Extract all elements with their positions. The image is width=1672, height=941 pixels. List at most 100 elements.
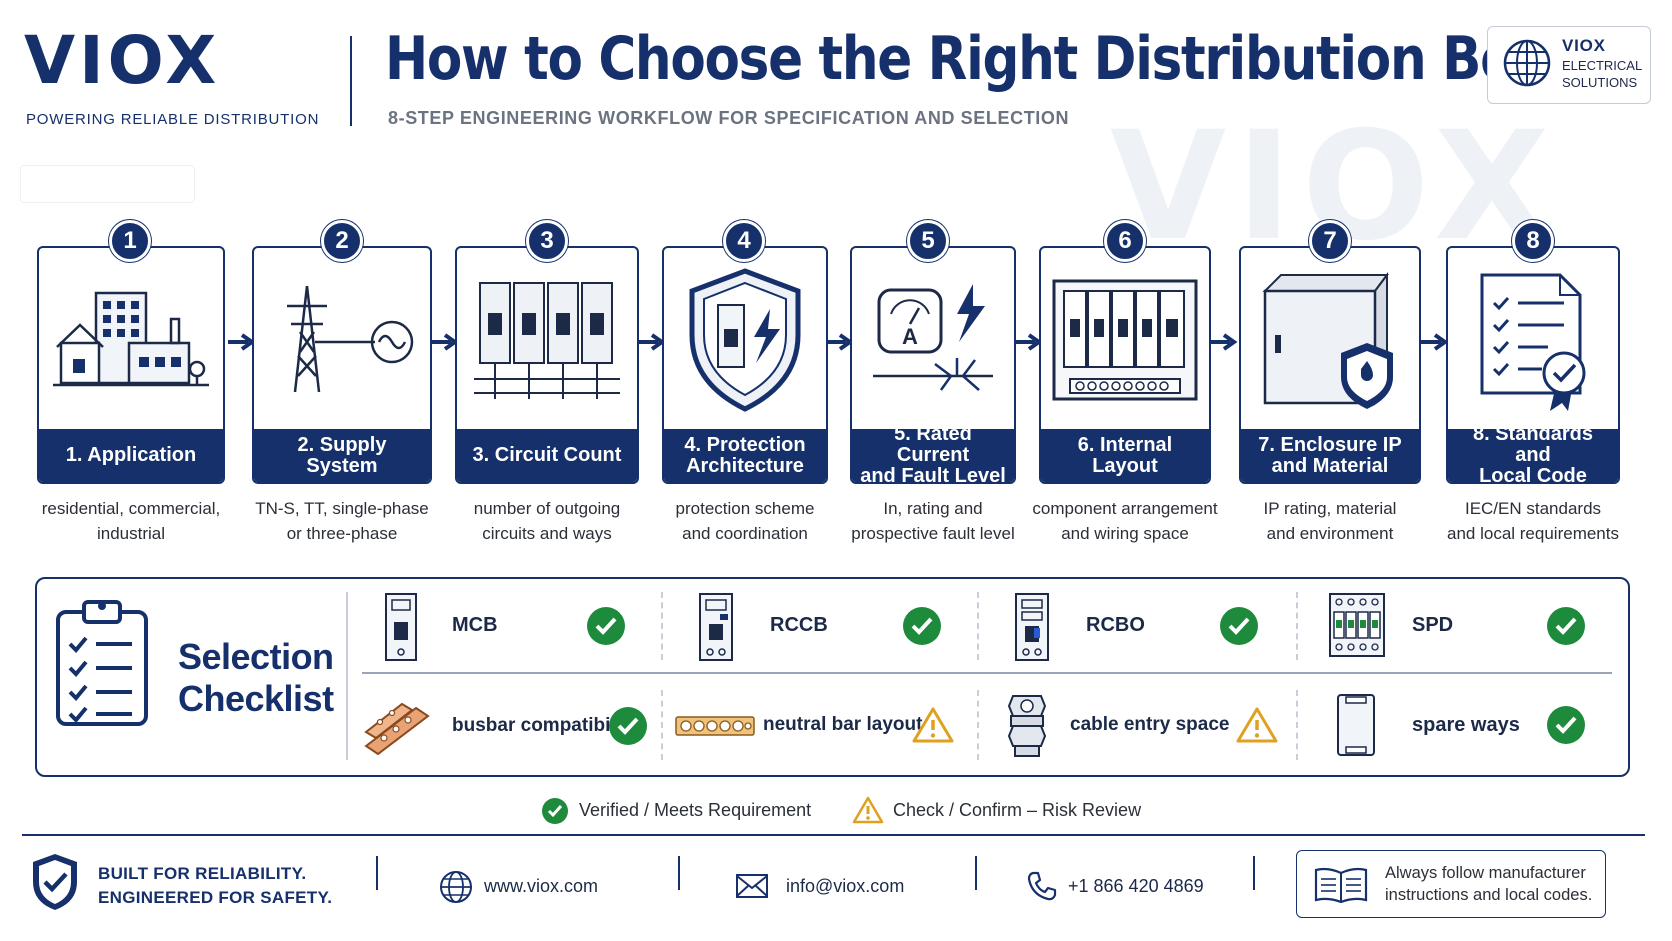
step-label-1: 1. Application bbox=[39, 429, 223, 482]
step-description-7: IP rating, material and environment bbox=[1230, 496, 1430, 546]
certificate-icon bbox=[1480, 273, 1586, 411]
phone-number[interactable]: +1 866 420 4869 bbox=[1068, 876, 1204, 896]
step-label-line: 4. Protection bbox=[684, 433, 806, 456]
shield-breaker-icon bbox=[689, 267, 801, 412]
step-label-line: Architecture bbox=[686, 454, 804, 477]
website-link[interactable]: www.viox.com bbox=[484, 876, 599, 896]
step-description-2: TN-S, TT, single-phase or three-phase bbox=[242, 496, 442, 546]
checklist-column-divider bbox=[661, 690, 663, 760]
ammeter-icon: A bbox=[873, 283, 993, 391]
brand-tagline: POWERING RELIABLE DISTRIBUTION bbox=[26, 111, 320, 128]
step-label-line: and Fault Level bbox=[860, 465, 1006, 484]
rcbo-icon bbox=[1015, 593, 1049, 661]
step-number-5: 5 bbox=[907, 220, 949, 262]
checklist-column-divider bbox=[1296, 690, 1298, 760]
checklist-item-label: cable entry space bbox=[1070, 714, 1230, 735]
checklist-item-label: SPD bbox=[1412, 614, 1454, 636]
checklist-item-label: spare ways bbox=[1412, 714, 1520, 736]
legend-check: Check / Confirm – Risk Review bbox=[893, 800, 1142, 820]
checklist-column-divider bbox=[1296, 592, 1298, 660]
checklist-title: Selection Checklist bbox=[178, 636, 334, 720]
badge-line-2: SOLUTIONS bbox=[1562, 75, 1638, 90]
viox-logo: VIOX bbox=[24, 22, 221, 99]
step-number-4: 4 bbox=[723, 220, 765, 262]
safety-note-line: instructions and local codes. bbox=[1385, 886, 1593, 904]
arrow-right-icon bbox=[1421, 333, 1449, 351]
panel-layout-icon bbox=[1052, 279, 1198, 400]
check-circle-icon bbox=[609, 707, 647, 745]
brand-badge bbox=[1487, 26, 1651, 104]
step-desc-line: IP rating, material bbox=[1263, 499, 1397, 518]
book-icon bbox=[1314, 867, 1368, 904]
footer-slogan: BUILT FOR RELIABILITY. ENGINEERED FOR SA… bbox=[98, 862, 332, 910]
checklist-item-label: MCB bbox=[452, 614, 498, 636]
step-label-line: 8. Standards and bbox=[1472, 423, 1594, 466]
step-number-6: 6 bbox=[1104, 220, 1146, 262]
step-desc-line: industrial bbox=[96, 524, 166, 543]
step-label-line: 5. Rated Current bbox=[894, 423, 972, 466]
step-number-3: 3 bbox=[526, 220, 568, 262]
step-desc-line: circuits and ways bbox=[482, 524, 612, 543]
warning-icon bbox=[912, 707, 954, 743]
pylon-icon bbox=[287, 285, 414, 392]
buildings-icon bbox=[53, 291, 209, 386]
step-description-3: number of outgoing circuits and ways bbox=[455, 496, 639, 546]
footer-slogan-line: ENGINEERED FOR SAFETY. bbox=[98, 888, 333, 907]
step-card-3: 3. Circuit Count bbox=[455, 246, 639, 484]
step-desc-line: or three-phase bbox=[286, 524, 398, 543]
breakers-icon bbox=[474, 281, 620, 399]
step-label-line: and Material bbox=[1271, 454, 1389, 477]
checklist-column-divider bbox=[661, 592, 663, 660]
footer-separator bbox=[1253, 856, 1255, 890]
busbar-icon bbox=[364, 702, 430, 756]
checklist-item-label: neutral bar layout bbox=[763, 714, 923, 735]
check-circle-icon bbox=[1220, 607, 1258, 645]
neutral-bar-icon bbox=[675, 716, 755, 736]
step-card-2: 2. Supply System bbox=[252, 246, 432, 484]
checklist-item-label: busbar compatibility bbox=[452, 715, 638, 736]
step-number-7: 7 bbox=[1309, 220, 1351, 262]
header-divider bbox=[350, 36, 352, 126]
footer-separator bbox=[678, 856, 680, 890]
globe-icon bbox=[440, 871, 472, 903]
safety-note-line: Always follow manufacturer bbox=[1385, 864, 1586, 882]
step-desc-line: TN-S, TT, single-phase bbox=[255, 499, 429, 518]
phone-icon bbox=[1027, 871, 1057, 901]
footer-separator bbox=[376, 856, 378, 890]
step-desc-line: protection scheme bbox=[675, 499, 815, 518]
check-circle-icon bbox=[903, 607, 941, 645]
blank-module-icon bbox=[1337, 694, 1375, 756]
step-desc-line: prospective fault level bbox=[851, 524, 1015, 543]
clipboard-icon bbox=[56, 600, 148, 726]
warning-icon bbox=[1236, 707, 1278, 743]
check-circle-icon bbox=[1547, 706, 1585, 744]
step-number-8: 8 bbox=[1512, 220, 1554, 262]
step-description-4: protection scheme and coordination bbox=[652, 496, 838, 546]
globe-icon bbox=[1503, 39, 1551, 87]
step-desc-line: In, rating and bbox=[883, 499, 983, 518]
checklist-column-divider bbox=[977, 690, 979, 760]
step-desc-line: and coordination bbox=[682, 524, 808, 543]
step-label-line: 7. Enclosure IP bbox=[1258, 433, 1402, 456]
rccb-icon bbox=[699, 593, 733, 661]
spd-icon bbox=[1329, 593, 1385, 657]
safety-note-box bbox=[1296, 850, 1606, 918]
badge-line-1: ELECTRICAL bbox=[1562, 58, 1643, 73]
step-card-1: 1. Application bbox=[37, 246, 225, 484]
step-card-6: 6. Internal Layout bbox=[1039, 246, 1211, 484]
checklist-item-label: RCBO bbox=[1086, 614, 1145, 636]
step-number-2: 2 bbox=[321, 220, 363, 262]
checklist-title-line: Checklist bbox=[178, 678, 334, 719]
checklist-divider bbox=[346, 592, 348, 760]
footer-divider bbox=[22, 834, 1645, 836]
check-circle-icon bbox=[542, 798, 568, 824]
email-link[interactable]: info@viox.com bbox=[786, 876, 905, 896]
checklist-row-divider bbox=[362, 672, 1612, 674]
step-description-1: residential, commercial, industrial bbox=[37, 496, 225, 546]
legend-verified: Verified / Meets Requirement bbox=[579, 800, 812, 820]
